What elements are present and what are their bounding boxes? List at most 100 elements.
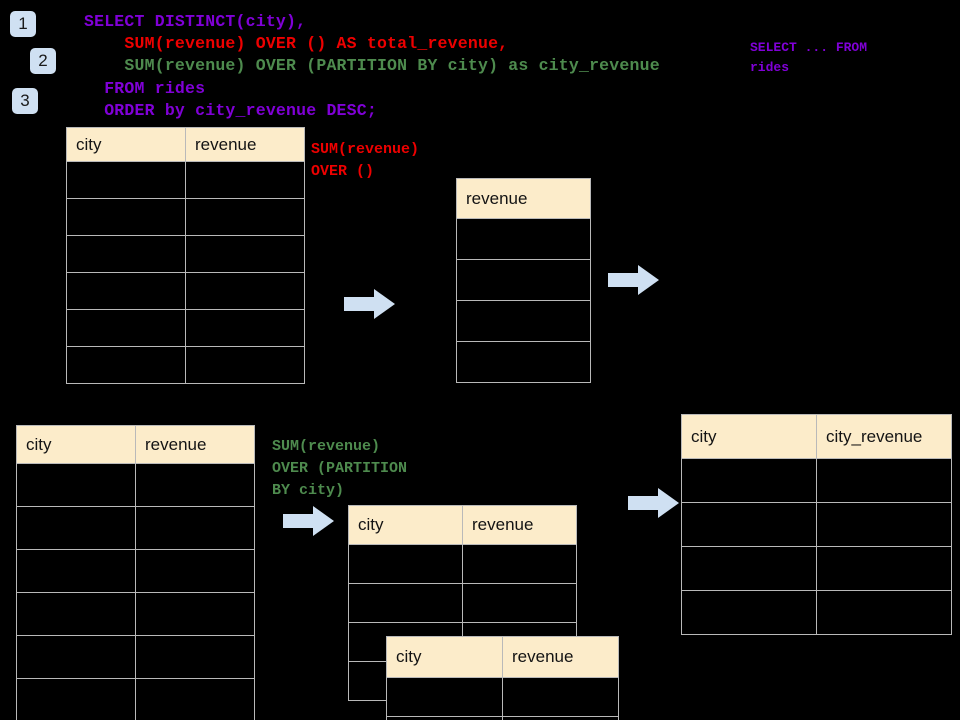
table-row	[16, 678, 255, 720]
cell-city	[16, 549, 136, 593]
table-row	[456, 259, 591, 301]
table-body	[16, 463, 255, 720]
step-badge-2: 2	[30, 48, 56, 74]
table-header-row: city city_revenue	[681, 414, 952, 459]
table-row	[16, 463, 255, 507]
cell-city	[681, 546, 817, 591]
cell-revenue	[135, 506, 255, 550]
table-row	[66, 161, 305, 199]
table-body	[456, 218, 591, 383]
annotation-partition-by-city: SUM(revenue) OVER (PARTITION BY city)	[272, 438, 408, 499]
table-row	[681, 590, 952, 635]
table-header-row: city revenue	[386, 636, 619, 678]
sql-line-order-by: ORDER by city_revenue DESC;	[84, 101, 377, 120]
cell-city	[386, 716, 503, 720]
cell-city	[16, 635, 136, 679]
table-row	[456, 300, 591, 342]
table-header-row: city revenue	[66, 127, 305, 162]
table-body	[386, 677, 619, 720]
table-row	[16, 549, 255, 593]
column-header-city: city	[681, 414, 817, 459]
cell-revenue	[456, 218, 591, 260]
cell-revenue	[185, 272, 305, 310]
table-source-bottom: city revenue	[16, 425, 255, 720]
sql-line-total-revenue: SUM(revenue) OVER () AS total_revenue,	[84, 34, 509, 53]
table-body	[66, 161, 305, 384]
cell-city	[66, 309, 186, 347]
column-header-revenue: revenue	[185, 127, 305, 162]
sql-side-note: SELECT ... FROM rides	[750, 40, 868, 75]
sql-line-city-revenue: SUM(revenue) OVER (PARTITION BY city) as…	[84, 56, 660, 75]
cell-revenue	[135, 592, 255, 636]
column-header-revenue: revenue	[456, 178, 591, 219]
cell-revenue	[462, 544, 577, 584]
column-header-city: city	[66, 127, 186, 162]
cell-city	[348, 544, 463, 584]
cell-city-revenue	[816, 590, 952, 635]
cell-revenue	[135, 678, 255, 720]
cell-revenue	[185, 161, 305, 199]
cell-revenue	[185, 346, 305, 384]
arrow-bottom-left	[283, 505, 335, 542]
table-row	[66, 346, 305, 384]
arrow-top-right	[608, 264, 660, 301]
cell-city-revenue	[816, 546, 952, 591]
column-header-city: city	[386, 636, 503, 678]
arrow-bottom-right	[628, 487, 680, 524]
cell-revenue	[185, 235, 305, 273]
column-header-city-revenue: city_revenue	[816, 414, 952, 459]
table-row	[681, 502, 952, 547]
table-row	[681, 458, 952, 503]
table-total-revenue: revenue	[456, 178, 591, 383]
cell-city	[66, 198, 186, 236]
table-result: city city_revenue	[681, 414, 952, 635]
cell-city	[16, 678, 136, 720]
cell-city	[16, 592, 136, 636]
cell-revenue	[185, 309, 305, 347]
table-partition-b: city revenue	[386, 636, 619, 720]
cell-city	[386, 677, 503, 717]
cell-revenue	[456, 300, 591, 342]
table-row	[348, 583, 577, 623]
cell-city-revenue	[816, 502, 952, 547]
cell-city	[348, 583, 463, 623]
table-row	[386, 677, 619, 717]
table-row	[16, 592, 255, 636]
annotation-over-empty: SUM(revenue) OVER ()	[311, 141, 420, 180]
step-badge-1: 1	[10, 11, 36, 37]
cell-city	[681, 458, 817, 503]
cell-city-revenue	[816, 458, 952, 503]
table-header-row: revenue	[456, 178, 591, 219]
cell-city	[66, 161, 186, 199]
cell-revenue	[502, 677, 619, 717]
cell-revenue	[462, 583, 577, 623]
table-row	[681, 546, 952, 591]
cell-revenue	[502, 716, 619, 720]
column-header-revenue: revenue	[462, 505, 577, 545]
sql-line-from: FROM rides	[84, 79, 206, 98]
column-header-revenue: revenue	[135, 425, 255, 464]
sql-line-select: SELECT DISTINCT(city),	[84, 12, 307, 31]
cell-city	[681, 590, 817, 635]
table-row	[66, 272, 305, 310]
cell-city	[681, 502, 817, 547]
cell-city	[66, 346, 186, 384]
table-row	[66, 235, 305, 273]
cell-city	[16, 506, 136, 550]
cell-city	[66, 235, 186, 273]
table-row	[348, 544, 577, 584]
cell-revenue	[135, 463, 255, 507]
cell-revenue	[135, 549, 255, 593]
arrow-top-left	[344, 288, 396, 325]
table-header-row: city revenue	[348, 505, 577, 545]
cell-revenue	[135, 635, 255, 679]
table-body	[681, 458, 952, 635]
table-source-top: city revenue	[66, 127, 305, 384]
table-row	[386, 716, 619, 720]
cell-revenue	[456, 259, 591, 301]
step-badge-3: 3	[12, 88, 38, 114]
column-header-revenue: revenue	[502, 636, 619, 678]
cell-city	[66, 272, 186, 310]
cell-revenue	[185, 198, 305, 236]
